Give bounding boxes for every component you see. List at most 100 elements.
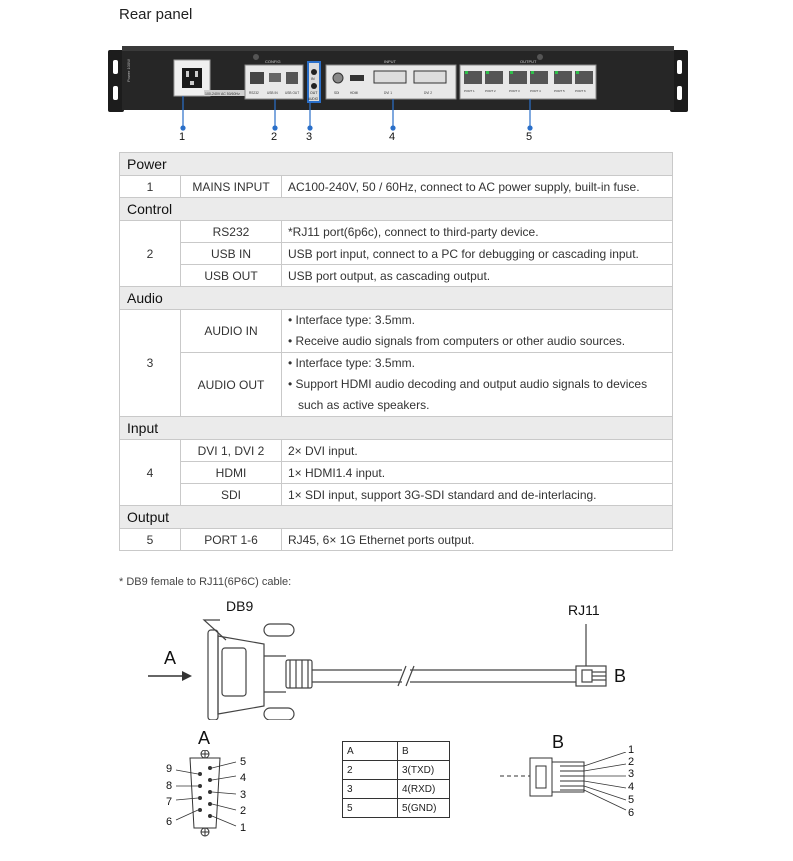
rj11-label: RJ11 [568, 602, 600, 618]
db9-pin-6: 6 [166, 816, 173, 828]
input-port-hdmi: HDMI [350, 91, 358, 95]
port-name: RS232 [180, 220, 282, 243]
table-row: 4 DVI 1, DVI 2 2× DVI input. [119, 439, 673, 506]
port-description: 1× SDI input, support 3G-SDI standard an… [281, 483, 673, 506]
input-port-sdi: SDI [334, 91, 339, 95]
section-input: Input [119, 416, 673, 440]
table-row: 3 4(RXD) [342, 779, 450, 799]
config-port-usbin: USB IN [267, 91, 278, 95]
port-name: MAINS INPUT [180, 175, 282, 198]
table-row: 2 RS232 *RJ11 port(6p6c), connect to thi… [119, 220, 673, 287]
map-cell: 5(GND) [397, 798, 450, 818]
port-description: AC100-240V, 50 / 60Hz, connect to AC pow… [281, 175, 673, 198]
db9-pin-8: 8 [166, 780, 173, 792]
output-port-3: PORT 3 [509, 89, 520, 93]
port-name: USB IN [180, 242, 282, 265]
map-header-b: B [397, 741, 450, 761]
port-name: PORT 1-6 [180, 528, 282, 551]
row-number: 3 [119, 309, 181, 417]
output-port-4: PORT 4 [530, 89, 541, 93]
pin-mapping-table: A B 2 3(TXD) 3 4(RXD) 5 5(GND) [342, 741, 450, 818]
map-cell: 3 [342, 779, 398, 799]
audio-out-label: OUT [310, 91, 318, 95]
db9-pin-3: 3 [240, 789, 247, 801]
page-title: Rear panel [119, 6, 193, 23]
port-name: SDI [180, 483, 282, 506]
port-description: *RJ11 port(6p6c), connect to third-party… [281, 220, 673, 243]
db9-pinout-face [175, 750, 237, 837]
table-row: USB IN USB port input, connect to a PC f… [120, 242, 673, 265]
table-row: HDMI 1× HDMI1.4 input. [120, 461, 673, 484]
map-cell: 5 [342, 798, 398, 818]
section-control: Control [119, 197, 673, 221]
table-row: 3 AUDIO IN Interface type: 3.5mm. Receiv… [119, 309, 673, 417]
rj11-pin-3: 3 [628, 768, 635, 780]
section-audio: Audio [119, 286, 673, 310]
table-row: 5 PORT 1-6 RJ45, 6× 1G Ethernet ports ou… [119, 528, 673, 551]
db9-pin-2: 2 [240, 805, 247, 817]
table-row: SDI 1× SDI input, support 3G-SDI standar… [120, 483, 673, 506]
port-name: DVI 1, DVI 2 [180, 439, 282, 462]
table-row: A B [342, 741, 450, 761]
bullet-continuation: such as active speakers. [298, 398, 430, 412]
port-description: Interface type: 3.5mm. Support HDMI audi… [281, 352, 673, 417]
map-cell: 3(TXD) [397, 760, 450, 780]
input-label: INPUT [384, 59, 397, 64]
output-label: OUTPUT [520, 59, 537, 64]
rj11-pin-4: 4 [628, 781, 635, 793]
rj11-pin-2: 2 [628, 756, 635, 768]
rj11-pin-6: 6 [628, 807, 635, 819]
row-number: 2 [119, 220, 181, 287]
callout-5: 5 [526, 131, 533, 143]
output-port-6: PORT 6 [575, 89, 586, 93]
input-port-dvi2: DVI 2 [424, 91, 432, 95]
callout-3: 3 [306, 131, 313, 143]
bullet-item: Support HDMI audio decoding and output a… [288, 374, 666, 395]
cable-note: * DB9 female to RJ11(6P6C) cable: [119, 576, 292, 588]
side-label: Power 100W [126, 59, 131, 82]
row-number: 5 [119, 528, 181, 551]
rear-panel-device: Power 100W 100-240V AC 50/60Hz CONFIG RS… [108, 46, 688, 112]
port-name: USB OUT [180, 264, 282, 287]
row-number: 1 [119, 175, 181, 198]
port-description: USB port input, connect to a PC for debu… [281, 242, 673, 265]
rj11-pin-5: 5 [628, 794, 635, 806]
input-port-dvi1: DVI 1 [384, 91, 392, 95]
output-port-2: PORT 2 [485, 89, 496, 93]
db9-face-title: A [198, 728, 211, 748]
db9-pin-1: 1 [240, 822, 247, 834]
db9-label: DB9 [226, 598, 254, 614]
db9-pin-5: 5 [240, 756, 247, 768]
table-row: USB OUT USB port output, as cascading ou… [120, 264, 673, 287]
callout-lines [180, 96, 533, 131]
spec-table: Power 1 MAINS INPUT AC100-240V, 50 / 60H… [119, 152, 673, 551]
db9-pin-7: 7 [166, 796, 173, 808]
port-description: 2× DVI input. [281, 439, 673, 462]
row-number: 4 [119, 439, 181, 506]
map-header-a: A [342, 741, 398, 761]
db9-pin-9: 9 [166, 763, 173, 775]
callout-4: 4 [389, 131, 396, 143]
bullet-item: Interface type: 3.5mm. [288, 310, 666, 331]
output-port-5: PORT 5 [554, 89, 565, 93]
port-description: Interface type: 3.5mm. Receive audio sig… [281, 309, 673, 353]
port-name: HDMI [180, 461, 282, 484]
callout-1: 1 [179, 131, 186, 143]
rj11-face-title: B [552, 732, 565, 752]
db9-pin-4: 4 [240, 772, 247, 784]
table-row: 2 3(TXD) [342, 760, 450, 780]
table-row: 1 MAINS INPUT AC100-240V, 50 / 60Hz, con… [119, 175, 673, 198]
map-cell: 2 [342, 760, 398, 780]
map-cell: 4(RXD) [397, 779, 450, 799]
bullet-item: Interface type: 3.5mm. [288, 353, 666, 374]
section-power: Power [119, 152, 673, 176]
port-name: AUDIO IN [180, 309, 282, 353]
port-description: USB port output, as cascading output. [281, 264, 673, 287]
power-label: 100-240V AC 50/60Hz [205, 92, 240, 96]
section-output: Output [119, 505, 673, 529]
table-row: 5 5(GND) [342, 798, 450, 818]
rj11-pinout-face [500, 752, 627, 811]
audio-in-label: IN [311, 77, 315, 81]
bullet-item: Receive audio signals from computers or … [288, 331, 666, 352]
port-name: AUDIO OUT [180, 352, 282, 417]
